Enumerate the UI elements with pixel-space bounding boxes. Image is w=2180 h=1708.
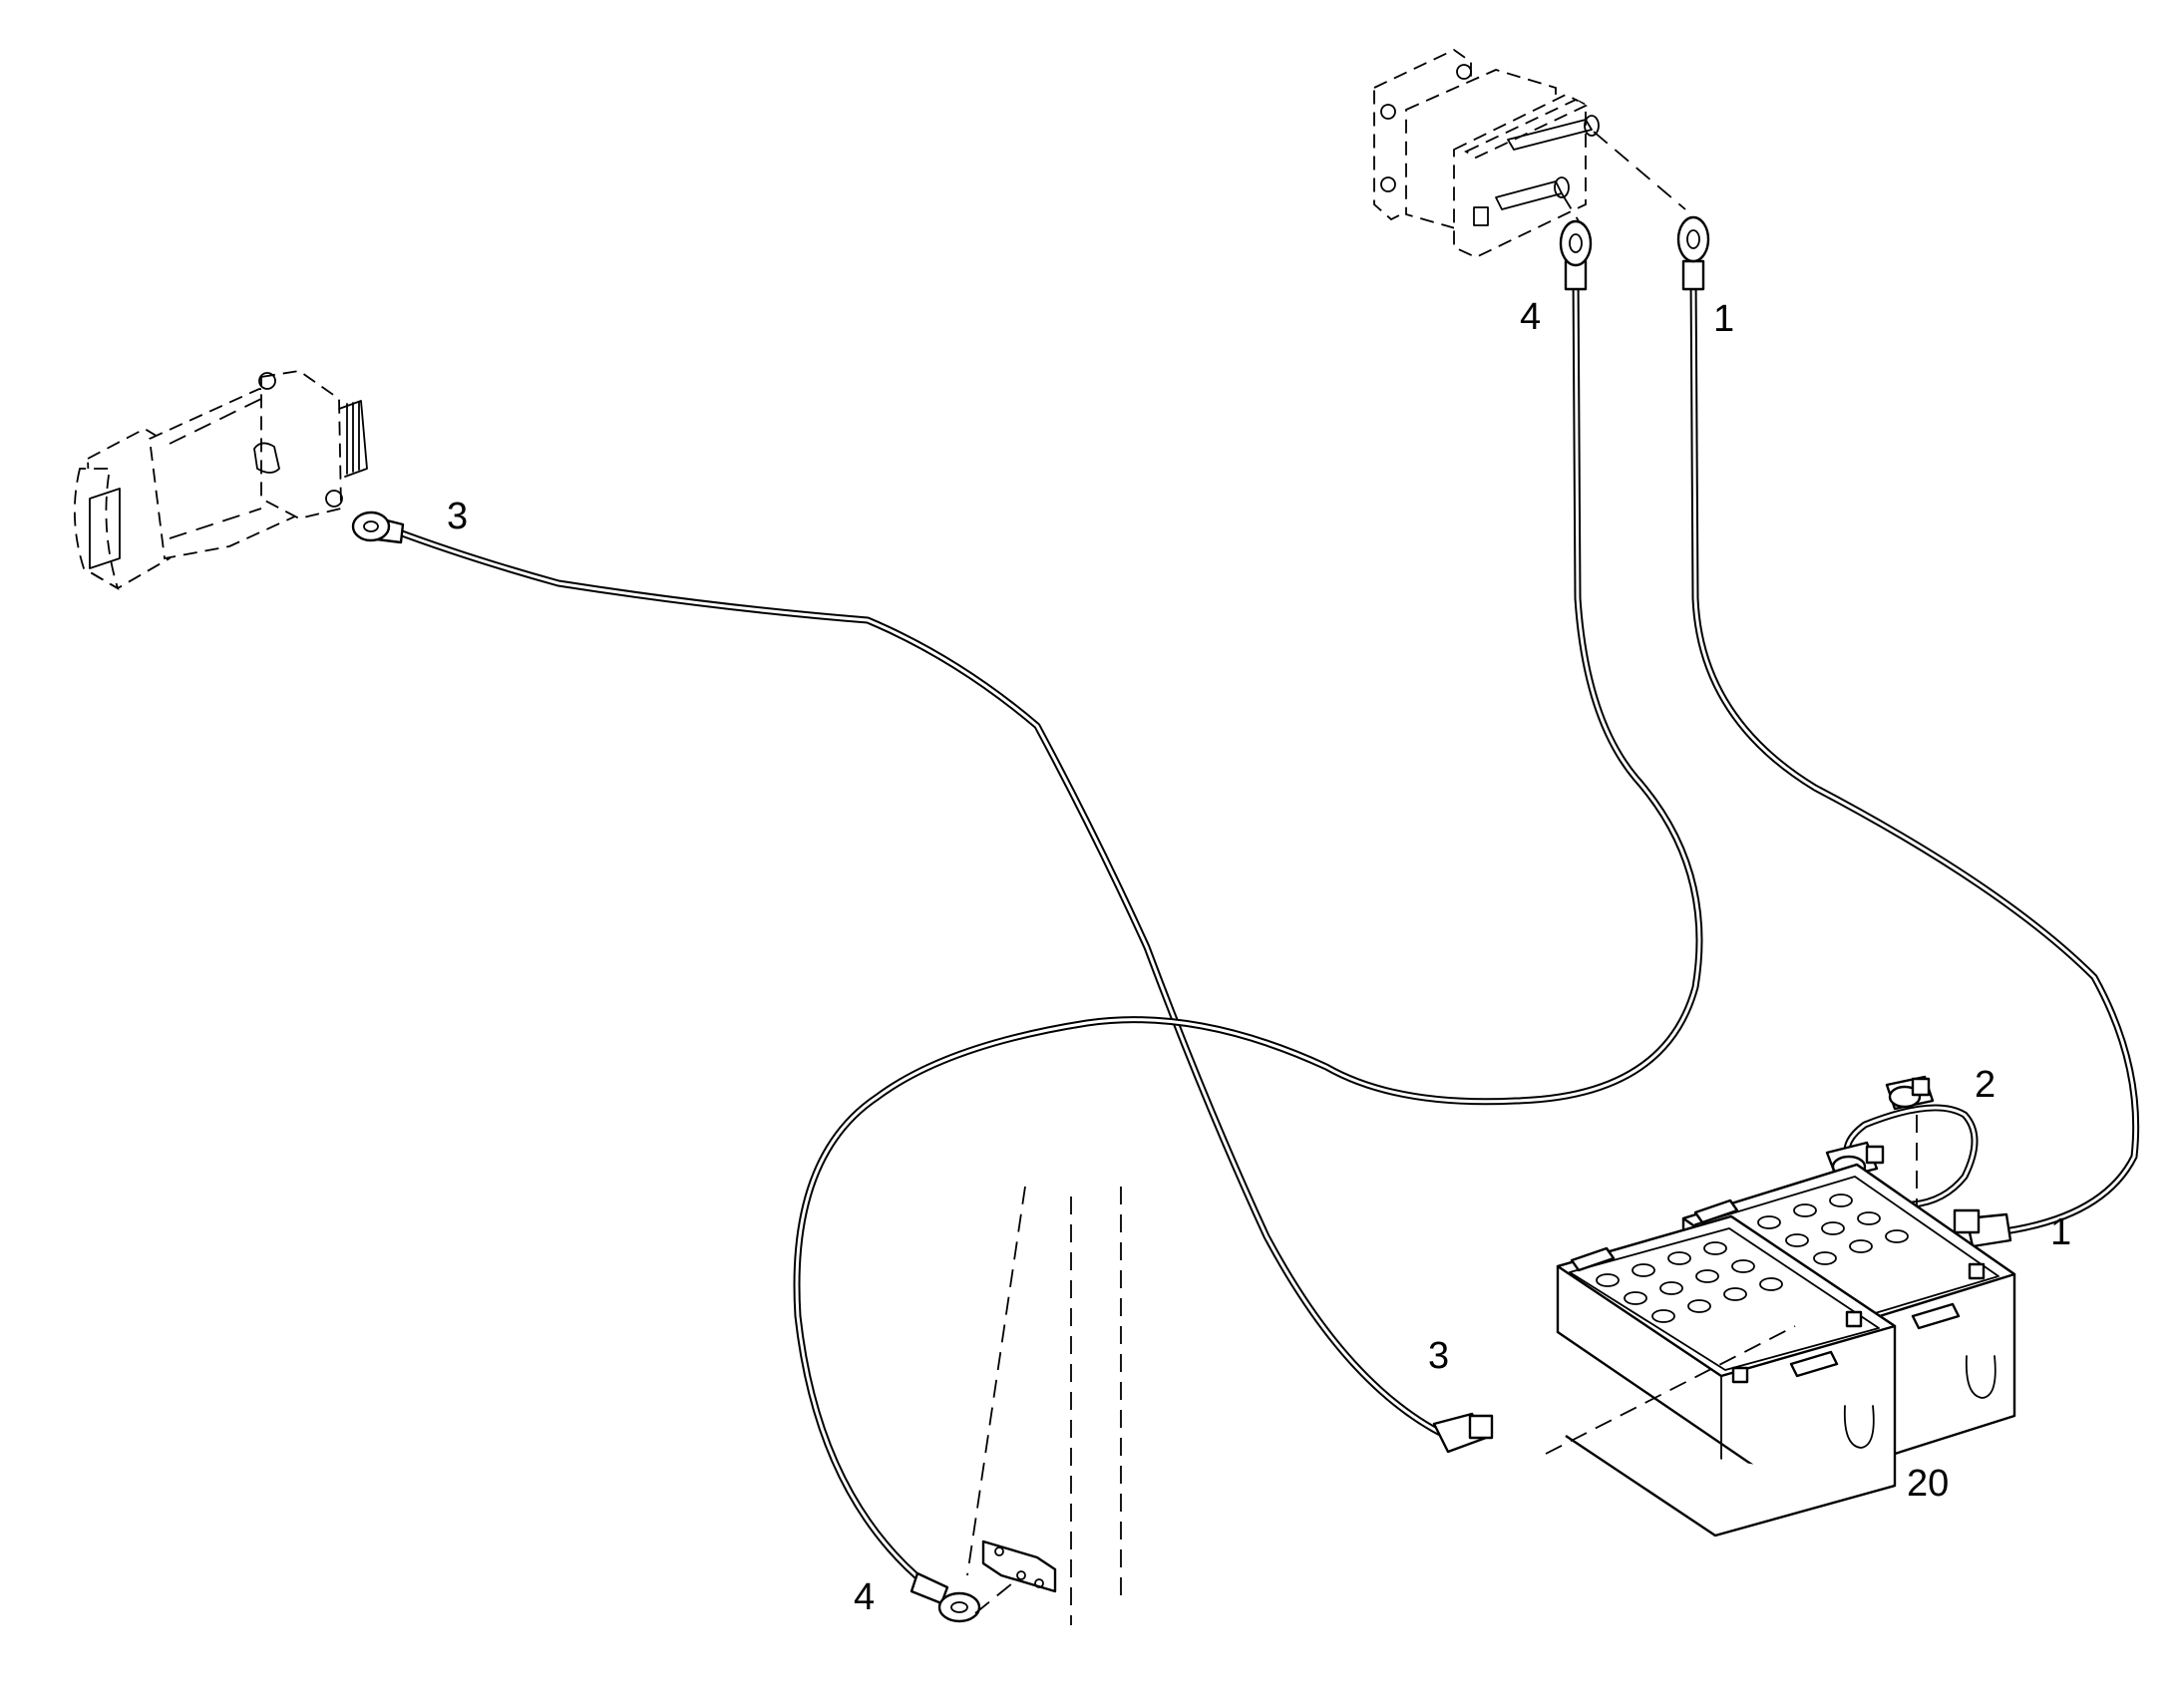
callout-cable-3-left: 3 bbox=[447, 496, 468, 537]
cable-2 bbox=[1825, 1075, 1979, 1376]
cable-1 bbox=[1676, 215, 2140, 1248]
batteries bbox=[1545, 1163, 2016, 1537]
starter-motor bbox=[73, 370, 368, 590]
callout-cable-3-battery: 3 bbox=[1428, 1335, 1449, 1377]
ground-point bbox=[966, 1186, 1122, 1625]
cable-3 bbox=[351, 511, 1494, 1454]
callout-cable-4-top: 4 bbox=[1520, 296, 1541, 338]
callout-cable-4-ground: 4 bbox=[854, 1576, 875, 1618]
cable-4 bbox=[793, 219, 1703, 1623]
callout-batteries: 20 bbox=[1907, 1463, 1949, 1505]
callout-cable-1-top: 1 bbox=[1713, 298, 1734, 340]
battery-front bbox=[1545, 1214, 1897, 1537]
callout-cable-1-battery: 1 bbox=[2050, 1211, 2071, 1253]
callout-cable-2: 2 bbox=[1975, 1064, 1996, 1106]
battery-switch bbox=[1373, 48, 1686, 258]
